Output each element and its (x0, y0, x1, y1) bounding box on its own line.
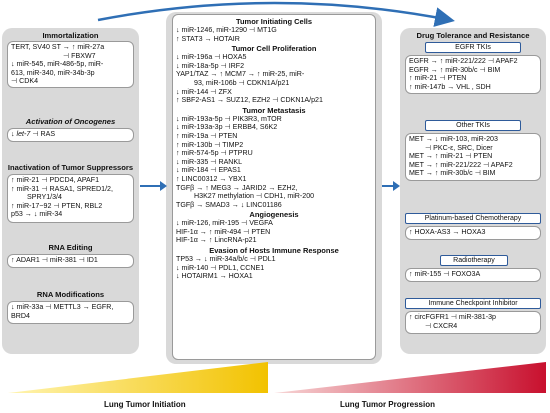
proliferation-line: ↓ miR-196a ⊣ HOXA5 (176, 53, 247, 62)
drug-resistance-title: Drug Tolerance and Resistance (416, 31, 530, 40)
initiating-line: ↓ miR-1246, miR-1290 ⊣ MT1G (176, 26, 277, 34)
proliferation-line: ↓ miR-18a-5p ⊣ IRF2 (176, 61, 245, 70)
immortalization-line: ⊣ CDK4 (11, 77, 39, 86)
evasion-line: TP53 → ↓ miR-34a/b/c ⊣ PDL1 (176, 255, 276, 264)
checkpoint-line: ↑ circFGFR1 ⊣ miR-381-3p (409, 313, 496, 321)
proliferation-line: YAP1/TAZ → ↑ MCM7 → ↑ miR-25, miR- (176, 70, 305, 79)
metastasis-line: ↓ miR-184 ⊣ EPAS1 (176, 166, 241, 175)
metastasis-line: H3K27 methylation ⊣ CDH1, miR-200 (194, 192, 315, 201)
angiogenesis-title: Angiogenesis (249, 210, 299, 220)
immortalization-panel: TERT, SV40 ST → ↑ miR-27a ⊣ FBXW7 ↓ miR-… (7, 41, 134, 88)
oncogenes-title: Activation of Oncogenes (25, 117, 116, 126)
radiotherapy-panel: ↑ miR-155 ⊣ FOXO3A (405, 268, 541, 282)
checkpoint-panel: ↑ circFGFR1 ⊣ miR-381-3p ⊣ CXCR4 (405, 311, 541, 334)
other-line: MET → ↑ miR-21 ⊣ PTEN (409, 152, 493, 161)
suppressors-line: ↑ miR-31 ⊣ RASA1, SPRED1/2, (11, 184, 113, 193)
metastasis-line: ↑ miR-574-5p ⊣ PTPRU (176, 149, 253, 158)
initiation-label: Lung Tumor Initiation (104, 400, 186, 409)
other-tkis-panel: MET → ↓ miR-103, miR-203 ⊣ PKC-ε, SRC, D… (405, 133, 541, 181)
modifications-line: ↓ miR-33a ⊣ METTL3 → EGFR, (11, 303, 114, 311)
middle-main-panel: Tumor Initiating Cells ↓ miR-1246, miR-1… (172, 14, 376, 360)
suppressors-line: ↑ miR-17~92 ⊣ PTEN, RBL2 (11, 201, 103, 210)
left-to-middle-arrow (140, 181, 167, 191)
editing-panel: ↑ ADAR1 ⊣ miR-381 ⊣ ID1 (7, 254, 134, 268)
metastasis-title: Tumor Metastasis (242, 105, 306, 115)
checkpoint-title: Immune Checkpoint Inhibitor (405, 298, 541, 309)
radio-line: ↑ miR-155 ⊣ FOXO3A (409, 270, 481, 278)
immortalization-line: TERT, SV40 ST → ↑ miR-27a (11, 43, 105, 51)
evasion-line: ↓ miR-140 ⊣ PDL1, CCNE1 (176, 263, 265, 272)
middle-to-right-arrow (382, 181, 400, 191)
other-tkis-title: Other TKIs (425, 120, 521, 131)
egfr-line: ↑ miR-147b → VHL , SDH (409, 82, 491, 91)
metastasis-line: ↑ miR-19a ⊣ PTEN (176, 131, 238, 140)
metastasis-line: ↑ miR-130b ⊣ TIMP2 (176, 140, 244, 149)
progression-wedge (274, 362, 546, 393)
initiating-title: Tumor Initiating Cells (235, 17, 313, 26)
other-line: MET → ↓ miR-103, miR-203 (409, 135, 498, 143)
metastasis-line: ↓ miR-193a-5p ⊣ PIK3R3, mTOR (176, 114, 282, 123)
proliferation-line: 93, miR-106b ⊣ CDKN1A/p21 (194, 78, 290, 87)
proliferation-title: Tumor Cell Proliferation (231, 44, 317, 54)
platinum-line: ↑ HOXA-AS3 → HOXA3 (409, 228, 486, 236)
egfr-line: ↑ miR-21 ⊣ PTEN (409, 74, 467, 83)
egfr-tkis-panel: EGFR → ↑ miR-221/222 ⊣ APAF2 EGFR → ↑ mi… (405, 55, 541, 94)
radiotherapy-title: Radiotherapy (440, 255, 508, 266)
suppressors-title: Inactivation of Tumor Suppressors (7, 163, 134, 172)
egfr-line: EGFR → ↑ miR-221/222 ⊣ APAF2 (409, 57, 518, 65)
platinum-panel: ↑ HOXA-AS3 → HOXA3 (405, 226, 541, 240)
initiating-line: ↑ STAT3 → HOTAIR (176, 34, 240, 43)
other-line: MET → ↑ miR-30b/c ⊣ BIM (409, 169, 496, 178)
immortalization-line: ⊣ FBXW7 (63, 51, 96, 60)
suppressors-line: SPRY1/3/4 (27, 193, 62, 202)
initiation-wedge (8, 362, 268, 393)
progression-label: Lung Tumor Progression (340, 400, 435, 409)
metastasis-line: ↓ miR-193a-3p ⊣ ERBB4, S6K2 (176, 123, 278, 132)
other-line: MET → ↑ miR-221/222 ⊣ APAF2 (409, 160, 513, 169)
angiogenesis-line: HIF-1α → ↑ LincRNA-p21 (176, 236, 257, 245)
proliferation-line: ↑ SBF2-AS1 → SUZ12, EZH2 ⊣ CDKN1A/p21 (176, 96, 323, 105)
immortalization-title: Immortalization (42, 31, 99, 40)
modifications-title: RNA Modifications (36, 290, 105, 299)
metastasis-line: TGFβ → ↑ MEG3 → JARID2 → EZH2, (176, 183, 298, 192)
immortalization-line: 613, miR-340, miR-34b-3p (11, 68, 95, 77)
progression-wedges (8, 362, 546, 393)
editing-line: ↑ ADAR1 ⊣ miR-381 ⊣ ID1 (11, 256, 98, 264)
suppressors-line: ↑ miR-21 ⊣ PDCD4, APAF1 (11, 176, 100, 184)
modifications-panel: ↓ miR-33a ⊣ METTL3 → EGFR, BRD4 (7, 301, 134, 324)
metastasis-line: ↑ LINC00312 → YBX1 (176, 174, 247, 183)
metastasis-line: TGFβ → SMAD3 → ↓ LINC01186 (176, 200, 282, 209)
egfr-line: EGFR → ↑ miR-30b/c ⊣ BIM (409, 65, 501, 74)
evasion-title: Evasion of Hosts Immune Response (209, 246, 339, 256)
top-curved-arrow (97, 1, 455, 27)
editing-title: RNA Editing (48, 243, 93, 252)
oncogenes-line: ↓ let-7 ⊣ RAS (11, 130, 56, 138)
suppressors-panel: ↑ miR-21 ⊣ PDCD4, APAF1 ↑ miR-31 ⊣ RASA1… (7, 174, 134, 223)
other-line: ⊣ PKC-ε, SRC, Dicer (425, 143, 493, 152)
suppressors-line: p53 → ↓ miR-34 (11, 210, 63, 219)
evasion-line: ↓ HOTAIRM1 → HOXA1 (176, 272, 253, 281)
oncogenes-panel: ↓ let-7 ⊣ RAS (7, 128, 134, 142)
platinum-title: Platinum-based Chemotherapy (405, 213, 541, 224)
immortalization-line: ↓ miR-545, miR-486-5p, miR- (11, 60, 104, 69)
angiogenesis-line: ↓ miR-126, miR-195 ⊣ VEGFA (176, 219, 273, 228)
egfr-tkis-title: EGFR TKIs (425, 42, 521, 53)
metastasis-line: ↓ miR-335 ⊣ RANKL (176, 157, 243, 166)
angiogenesis-line: HIF-1α → ↑ miR-494 ⊣ PTEN (176, 227, 271, 236)
modifications-line: BRD4 (11, 311, 30, 320)
checkpoint-line: ⊣ CXCR4 (425, 321, 458, 330)
proliferation-line: ↓ miR-144 ⊣ ZFX (176, 87, 232, 96)
